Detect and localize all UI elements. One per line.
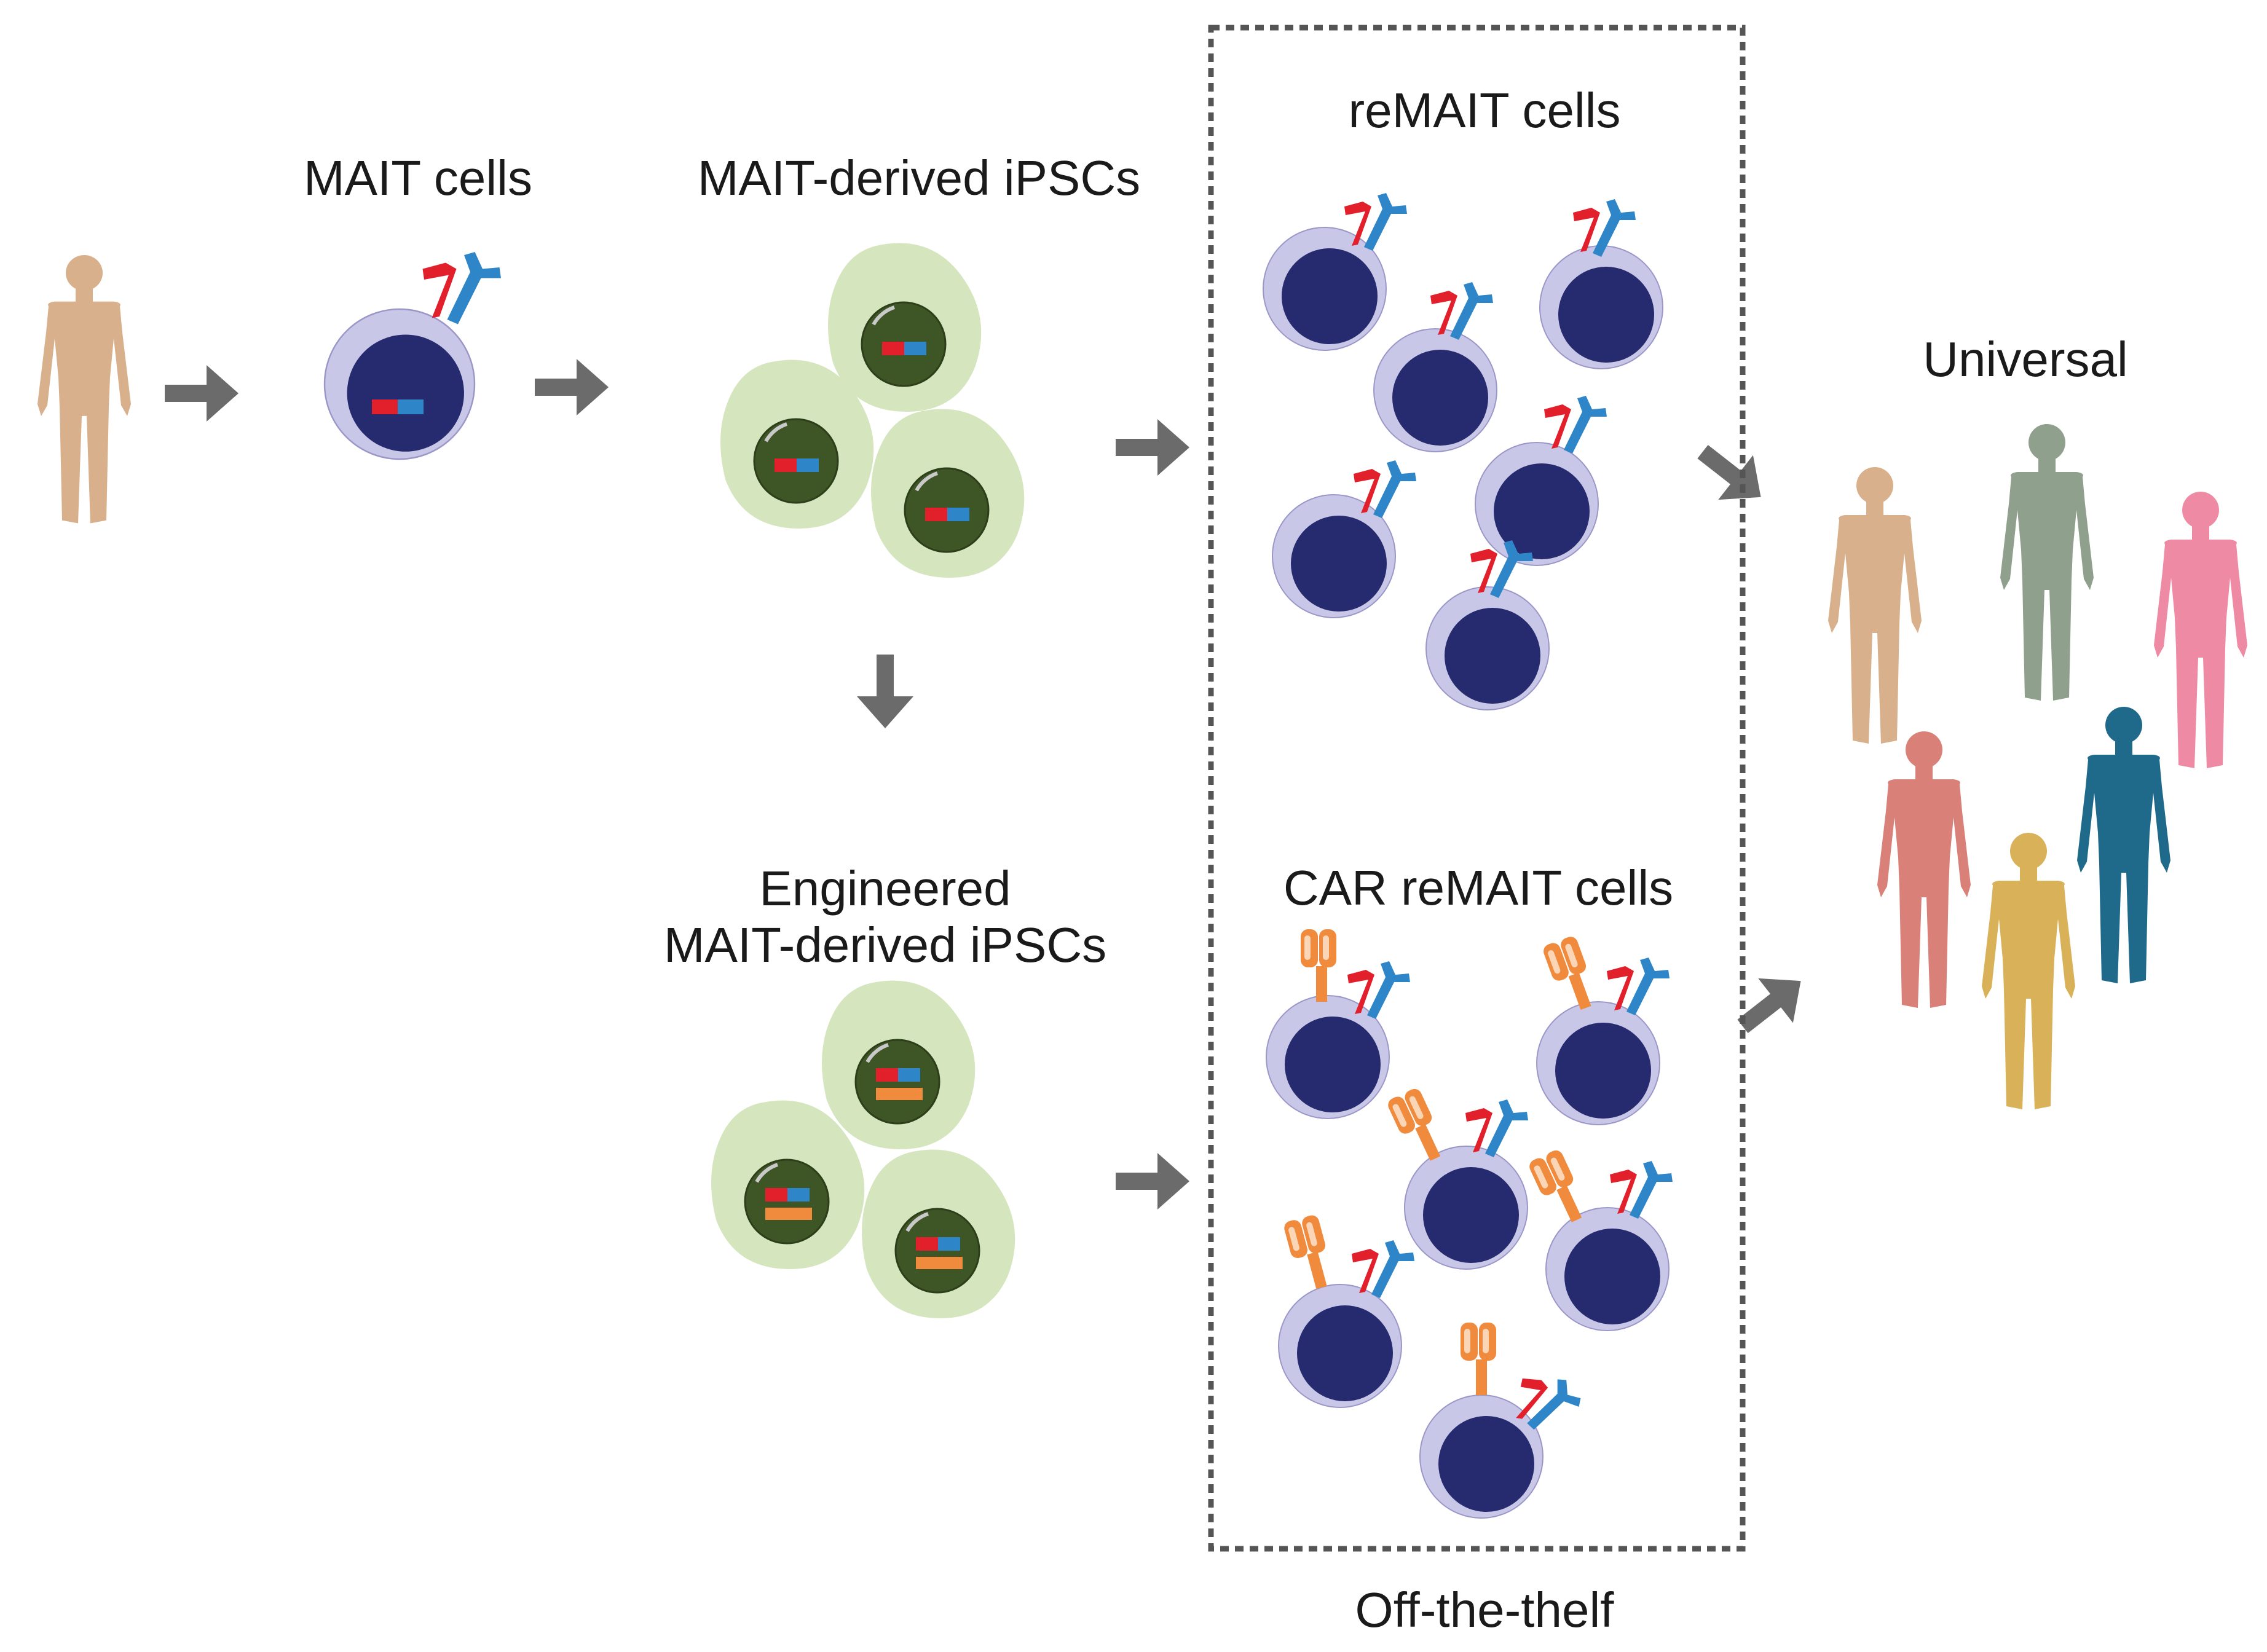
mait-cell-icon <box>323 252 501 460</box>
car-remait-cell-icon <box>1419 1323 1587 1519</box>
ipsc-cell-icon <box>822 981 975 1149</box>
remait-label: reMAIT cells <box>1348 83 1621 138</box>
engineered-label-line1: Engineered <box>759 861 1011 916</box>
remait-cell-icon <box>1272 460 1416 618</box>
arrow-icon <box>1116 1153 1189 1210</box>
arrow-icon <box>1116 419 1189 476</box>
ipsc-cell-icon <box>862 1150 1015 1318</box>
engineered-ipsc-cluster <box>711 981 1015 1318</box>
ipsc-cluster <box>720 243 1024 578</box>
arrow-icon <box>1685 429 1778 520</box>
ipsc-cell-icon <box>828 243 981 412</box>
engineered-label-line2: MAIT-derived iPSCs <box>663 918 1107 972</box>
car-remait-cell-icon <box>1536 934 1670 1125</box>
ipsc-cell-icon <box>711 1101 864 1269</box>
universal-human-icon <box>2154 492 2247 768</box>
arrow-icon <box>1725 958 1818 1049</box>
car-remait-cell-group <box>1266 929 1673 1519</box>
car-remait-cell-icon <box>1266 929 1410 1119</box>
universal-human-icon <box>1982 833 2075 1109</box>
universal-label: Universal <box>1923 332 2128 387</box>
donor-human-icon <box>37 255 131 524</box>
ipsc-cell-icon <box>871 409 1024 578</box>
universal-human-icon <box>1828 467 1922 744</box>
remait-cell-icon <box>1475 396 1607 566</box>
arrow-icon <box>857 655 913 728</box>
remait-cell-icon <box>1539 199 1663 369</box>
remait-cell-icon <box>1263 193 1407 351</box>
arrow-icon <box>535 359 609 415</box>
car-remait-label: CAR reMAIT cells <box>1283 860 1674 915</box>
car-remait-cell-icon <box>1527 1147 1673 1331</box>
arrow-icon <box>165 365 239 422</box>
mait-cells-label: MAIT cells <box>304 151 532 205</box>
remait-cell-icon <box>1373 282 1497 452</box>
mait-ipscs-label: MAIT-derived iPSCs <box>697 151 1141 205</box>
off-the-shelf-label: Off-the-thelf <box>1355 1583 1614 1637</box>
engineered-label: Engineered MAIT-derived iPSCs <box>664 860 1106 974</box>
off-the-shelf-box <box>1208 25 1746 1552</box>
car-remait-cell-icon <box>1278 1213 1414 1408</box>
remait-cell-group <box>1263 193 1663 710</box>
universal-human-icon <box>2000 424 2094 701</box>
universal-human-icon <box>1877 731 1971 1008</box>
universal-human-icon <box>2077 707 2170 983</box>
car-remait-cell-icon <box>1386 1086 1528 1270</box>
